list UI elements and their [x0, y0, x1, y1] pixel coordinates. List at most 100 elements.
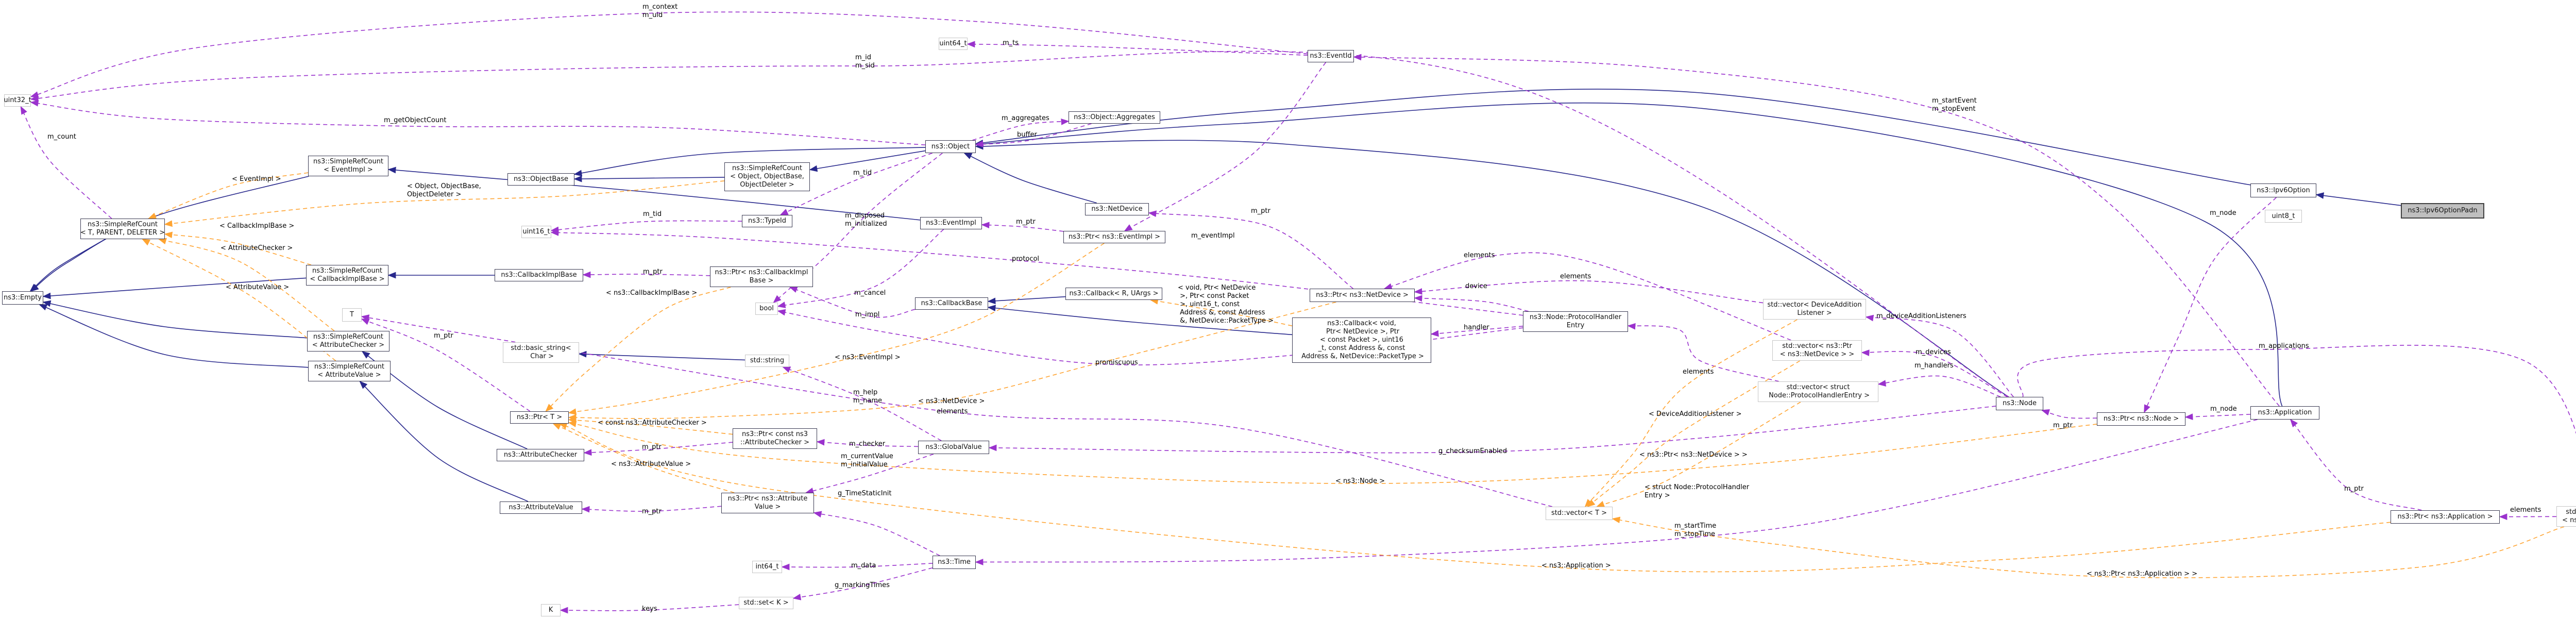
node-simplerefcount_tpd[interactable]: ns3::SimpleRefCount< T, PARENT, DELETER … [80, 219, 165, 239]
node-label-line: std::vector< ns3::Ptr [1782, 342, 1852, 350]
node-label-line: ns3::CallbackBase [921, 299, 982, 307]
node-eventimpl[interactable]: ns3::EventImpl [920, 217, 982, 229]
edge-label-line: m_tid [853, 169, 872, 177]
edge-label-line: < ns3::Application > [1541, 562, 1611, 570]
edge-label-line: elements [1560, 273, 1591, 280]
node-simplerefcount_obj[interactable]: ns3::SimpleRefCount< Object, ObjectBase,… [724, 162, 810, 191]
node-label-line: ns3::SimpleRefCount [312, 267, 383, 275]
edge-label-line: m_startEvent [1932, 97, 1977, 105]
node-ptr_const_ac[interactable]: ns3::Ptr< const ns3::AttributeChecker > [733, 428, 817, 449]
node-uint32_t[interactable]: uint32_t [4, 94, 31, 107]
node-label-line: ns3::Ptr< ns3::Application > [2397, 513, 2493, 521]
node-uint8_t[interactable]: uint8_t [2265, 210, 2302, 223]
edge-label-eventid-uint64_t: m_ts [1003, 39, 1019, 47]
node-bool[interactable]: bool [755, 303, 778, 315]
node-uint16_t[interactable]: uint16_t [521, 226, 551, 238]
node-objectbase[interactable]: ns3::ObjectBase [507, 173, 574, 186]
node-string[interactable]: std::string [745, 355, 789, 367]
node-ptr_app[interactable]: ns3::Ptr< ns3::Application > [2391, 510, 2500, 524]
node-attributevalue[interactable]: ns3::AttributeValue [500, 501, 582, 514]
node-label-line: ns3::EventId [1310, 52, 1352, 60]
edge-ptr_const_ac-attributechecker [583, 442, 733, 456]
node-globalvalue[interactable]: ns3::GlobalValue [918, 441, 989, 454]
node-ptr_t[interactable]: ns3::Ptr< T > [510, 411, 569, 424]
edge-label-line: < AttributeChecker > [221, 244, 293, 252]
node-label-line: ns3::Ipv6OptionPadn [2408, 207, 2478, 214]
edge-label-vec_ptr_app-ptr_app: elements [2510, 506, 2541, 514]
node-ipv6option[interactable]: ns3::Ipv6Option [2250, 183, 2316, 197]
node-simplerefcount_eventimpl[interactable]: ns3::SimpleRefCount< EventImpl > [308, 156, 388, 176]
node-t[interactable]: T [342, 308, 362, 322]
node-netdevice[interactable]: ns3::NetDevice [1085, 203, 1149, 215]
edge-eventimpl-bool [777, 229, 944, 308]
node-time[interactable]: ns3::Time [933, 556, 976, 569]
edge-globalvalue-ptr_const_ac [816, 439, 919, 447]
node-node[interactable]: ns3::Node [1996, 397, 2043, 410]
node-label-line: < Object, ObjectBase, [730, 173, 804, 180]
node-uint64_t[interactable]: uint64_t [939, 38, 968, 50]
node-callback_big[interactable]: ns3::Callback< void, Ptr< NetDevice >, P… [1292, 317, 1431, 363]
node-callbackimplbase[interactable]: ns3::CallbackImplBase [495, 269, 583, 281]
node-attributechecker[interactable]: ns3::AttributeChecker [497, 449, 584, 461]
node-callback_ru[interactable]: ns3::Callback< R, UArgs > [1065, 288, 1162, 300]
node-vec_ptr_nd[interactable]: std::vector< ns3::Ptr< ns3::NetDevice > … [1772, 340, 1862, 361]
node-ptr_eventimpl[interactable]: ns3::Ptr< ns3::EventImpl > [1063, 231, 1165, 243]
node-label-line: uint64_t [939, 40, 967, 47]
node-set_k[interactable]: std::set< K > [739, 597, 793, 609]
edge-vec_phe-phe [1627, 323, 1779, 382]
edge-application-eventid [1353, 54, 2280, 407]
edge-label-node-vec_dal: m_deviceAdditionListeners [1876, 312, 1967, 321]
edge-vec_dal-vec_t [1584, 319, 1798, 508]
node-k[interactable]: K [541, 604, 561, 616]
edge-label-eventimpl-bool: m_cancel [854, 289, 886, 297]
node-label-line: std::basic_string< [511, 344, 571, 352]
edge-label-line: m_ptr [1016, 218, 1036, 226]
node-vec_ptr_app[interactable]: std::vector< ns3::Ptr< ns3::Application … [2556, 506, 2576, 527]
edge-simplerefcount_ac-empty [42, 300, 308, 339]
node-simplerefcount_av[interactable]: ns3::SimpleRefCount< AttributeValue > [308, 361, 391, 381]
node-object[interactable]: ns3::Object [925, 140, 976, 153]
edge-label-ptr_cib-callbackimplbase: m_ptr [643, 268, 663, 276]
edge-label-callbackbase-ptr_cib: m_impl [855, 311, 879, 319]
node-label-line: Value > [754, 503, 781, 511]
node-vec_phe[interactable]: std::vector< struct Node::ProtocolHandle… [1758, 381, 1878, 402]
edge-label-line: Entry > [1645, 492, 1670, 499]
node-basic_string[interactable]: std::basic_string< Char > [503, 342, 579, 363]
edge-label-line: m_stopTime [1674, 530, 1716, 538]
edge-label-vec_dal-vec_t: < DeviceAdditionListener > [1649, 410, 1742, 419]
edge-label-line: m_ptr [2053, 422, 2073, 429]
node-typeid[interactable]: ns3::TypeId [742, 215, 792, 227]
edge-simplerefcount_eventimpl-simplerefcount_tpd [147, 172, 309, 219]
node-label-line: _t, const Address &, const [1318, 344, 1405, 352]
node-callbackbase[interactable]: ns3::CallbackBase [915, 297, 988, 310]
edge-label-line: < ns3::Node > [1335, 477, 1385, 485]
edge-time-ptr_av [813, 511, 940, 556]
node-int64_t[interactable]: int64_t [752, 561, 782, 573]
edge-label-line: m_data [851, 562, 876, 570]
node-eventid[interactable]: ns3::EventId [1308, 50, 1354, 62]
edge-label-line: m_node [2210, 209, 2236, 217]
node-label-line: Address &, NetDevice::PacketType > [1299, 353, 1424, 360]
node-ptr_node[interactable]: ns3::Ptr< ns3::Node > [2097, 412, 2185, 426]
node-vec_t[interactable]: std::vector< T > [1546, 507, 1613, 520]
edge-label-line: m_stopEvent [1932, 105, 1976, 113]
node-simplerefcount_cib[interactable]: ns3::SimpleRefCount< CallbackImplBase > [306, 265, 388, 286]
node-label-line: Node::ProtocolHandlerEntry > [1766, 392, 1870, 399]
node-aggregates[interactable]: ns3::Object::Aggregates [1069, 111, 1160, 124]
node-ipv6optionpadn[interactable]: ns3::Ipv6OptionPadn [2401, 203, 2484, 219]
node-simplerefcount_ac[interactable]: ns3::SimpleRefCount< AttributeChecker > [307, 331, 389, 352]
edge-phe-ptr_netdevice [1414, 295, 1529, 312]
edge-callback_big-callback_ru [1149, 298, 1293, 327]
edge-label-vec_phe-phe: elements [1683, 368, 1714, 376]
edge-ptr_netdevice-ptr_t [568, 302, 1336, 421]
edge-ptr_cib-ptr_t [545, 287, 731, 412]
node-ptr_netdevice[interactable]: ns3::Ptr< ns3::NetDevice > [1310, 289, 1415, 302]
node-empty[interactable]: ns3::Empty [2, 291, 43, 305]
node-application[interactable]: ns3::Application [2250, 406, 2319, 420]
edge-label-line: handler [1464, 324, 1489, 331]
